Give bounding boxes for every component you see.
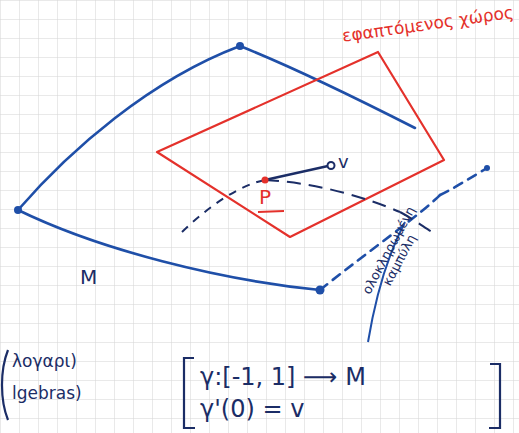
note-text: lgebras) [12,384,82,403]
tangent-vector [265,166,328,180]
bracket [2,350,500,428]
map-formula: γ:[-1, 1] ⟶ M [200,364,366,390]
vector-label: v [338,152,349,172]
tangent-plane [157,52,444,237]
point-dot [262,177,269,184]
condition-formula: γ'(0) = v [200,396,304,422]
underline [258,211,284,212]
note-text: λογαρι) [12,352,77,371]
manifold-label: M [80,266,97,288]
manifold-surface [18,46,487,290]
point-label: P [259,186,271,208]
